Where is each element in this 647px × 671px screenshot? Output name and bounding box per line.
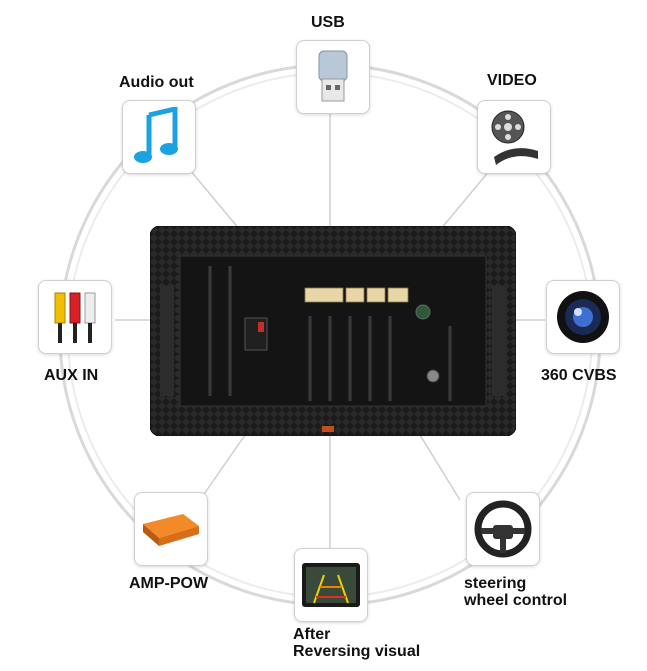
usb-drive-icon <box>318 50 348 102</box>
after-label-2: Reversing visual <box>293 643 421 660</box>
after-label-1: After <box>293 626 331 643</box>
audio-out-tile[interactable] <box>122 100 196 174</box>
audio-out-label: Audio out <box>119 74 194 91</box>
steering-label-2: wheel control <box>464 592 568 609</box>
aux-in-tile[interactable] <box>38 280 112 354</box>
reverse-camera-screen-icon <box>302 563 360 607</box>
amp-pow-label: AMP-POW <box>129 575 209 592</box>
aux-in-label: AUX IN <box>44 367 99 384</box>
head-unit-back-panel <box>150 226 516 436</box>
music-note-icon <box>134 107 178 163</box>
after-reversing-tile[interactable] <box>294 548 368 622</box>
steering-tile[interactable] <box>466 492 540 566</box>
camera-lens-icon <box>557 291 609 343</box>
amp-pow-tile[interactable] <box>134 492 208 566</box>
steering-wheel-icon <box>474 500 532 558</box>
film-reel-icon <box>491 110 538 165</box>
usb-label: USB <box>311 14 345 31</box>
video-tile[interactable] <box>477 100 551 174</box>
video-label: VIDEO <box>487 72 537 89</box>
cvbs-label: 360 CVBS <box>541 367 617 384</box>
usb-tile[interactable] <box>296 40 370 114</box>
rca-cable-icon <box>54 292 96 343</box>
amplifier-icon <box>143 514 199 546</box>
cvbs-tile[interactable] <box>546 280 620 354</box>
steering-label-1: steering <box>464 575 527 592</box>
